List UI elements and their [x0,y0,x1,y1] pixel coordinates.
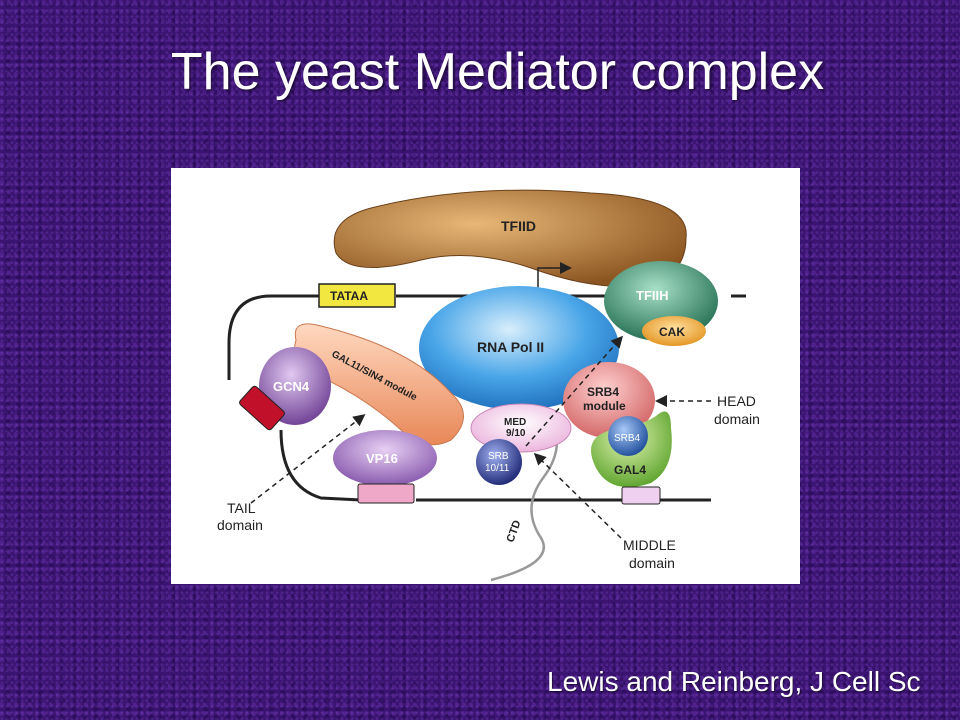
tail-domain-label-1: TAIL [227,500,256,516]
tss-arrow [537,262,572,296]
slide-title: The yeast Mediator complex [170,43,825,101]
cak-shape [642,316,706,346]
cak-label: CAK [659,325,685,339]
tfiih-label: TFIIH [636,288,669,303]
gal4-label: GAL4 [614,463,646,477]
tataa-label: TATAA [330,289,368,303]
vp16-binding-site [357,483,415,504]
mediator-diagram: TFIID TATAA RNA Pol II TFIIH CAK GAL11/S… [171,168,800,584]
middle-domain-label-1: MIDDLE [623,537,676,553]
vp16-label: VP16 [366,451,398,466]
tail-domain-label-2: domain [217,517,263,533]
srb-10-11 [476,439,522,485]
tfiid-label: TFIID [501,218,536,234]
tfiid-shape [333,189,687,288]
med-label-1: MED [504,417,526,428]
gcn4-label: GCN4 [273,379,310,394]
srb4-module-label-1: SRB4 [587,385,619,399]
ctd-tail [490,417,559,582]
srb4-small-label: SRB4 [614,433,641,444]
vp16-shape [333,430,437,486]
srb-label-1: SRB [488,451,509,462]
gal4-binding-site [621,486,661,505]
srb4-module-label-2: module [583,399,626,413]
head-domain-label-2: domain [714,411,760,427]
middle-to-pol-arrow [525,335,623,447]
rna-pol-label: RNA Pol II [477,339,544,355]
citation: Lewis and Reinberg, J Cell Sc [547,666,921,697]
tataa-box [318,283,396,308]
srb-label-2: 10/11 [485,463,510,474]
srb4-subunit [608,416,648,456]
middle-pointer-arrow [533,452,622,539]
rna-pol-ii [419,286,619,410]
middle-domain-label-2: domain [629,555,675,571]
med-label-2: 9/10 [506,428,526,439]
head-domain-label-1: HEAD [717,393,756,409]
ctd-label: CTD [505,519,524,544]
gcn4-binding-site [239,385,285,431]
tail-pointer-arrow [250,414,366,504]
